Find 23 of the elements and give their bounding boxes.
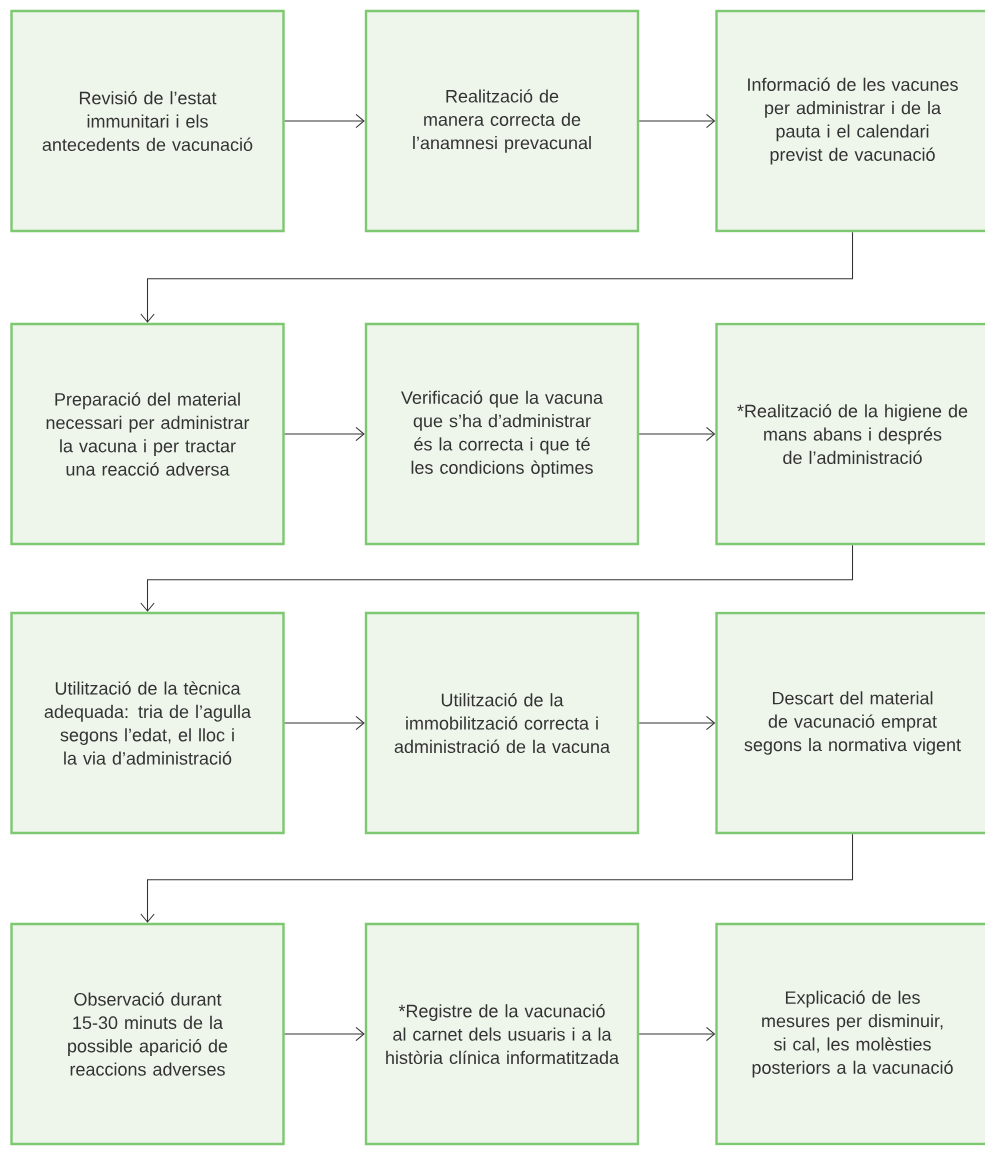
arrow (638, 715, 716, 731)
process-box: Verificació que la vacuna que s’ha d’administrar és la correcta i que té les condicions òptimes (364, 322, 640, 546)
process-box: Realització de manera correcta de l’anamnesi prevacunal (364, 9, 640, 233)
process-box: *Registre de la vacunació al carnet dels usuaris i a la història clínica informatitzada (364, 922, 640, 1146)
process-box: Observació durant 15-30 minuts de la possible aparició de reaccions adverses (10, 922, 285, 1146)
process-box: Preparació del material necessari per administrar la vacuna i per tractar una reacció adversa (10, 322, 285, 546)
arrow (140, 231, 854, 323)
arrow (284, 1026, 365, 1042)
process-box: Utilització de la immobilització correcta i administració de la vacuna (364, 611, 640, 835)
process-box: *Realització de la higiene de mans abans i després de l’administració (715, 322, 985, 546)
arrow (284, 113, 365, 129)
process-box: Utilització de la tècnica adequada: tria de l’agulla segons l’edat, el lloc i la via d’administració (10, 611, 285, 835)
process-box: Informació de les vacunes per administrar i de la pauta i el calendari previst de vacunació (715, 9, 985, 233)
process-box: Revisió de l’estat immunitari i els antecedents de vacunació (10, 9, 285, 233)
arrow (140, 544, 854, 612)
arrow (638, 1026, 716, 1042)
arrow (284, 715, 365, 731)
process-box: Explicació de les mesures per disminuir, si cal, les molèsties posteriors a la vacunació (715, 922, 985, 1146)
arrow (638, 426, 716, 442)
arrow (638, 113, 716, 129)
arrow (284, 426, 365, 442)
process-box: Descart del material de vacunació emprat segons la normativa vigent (715, 611, 985, 835)
arrow (140, 833, 854, 923)
